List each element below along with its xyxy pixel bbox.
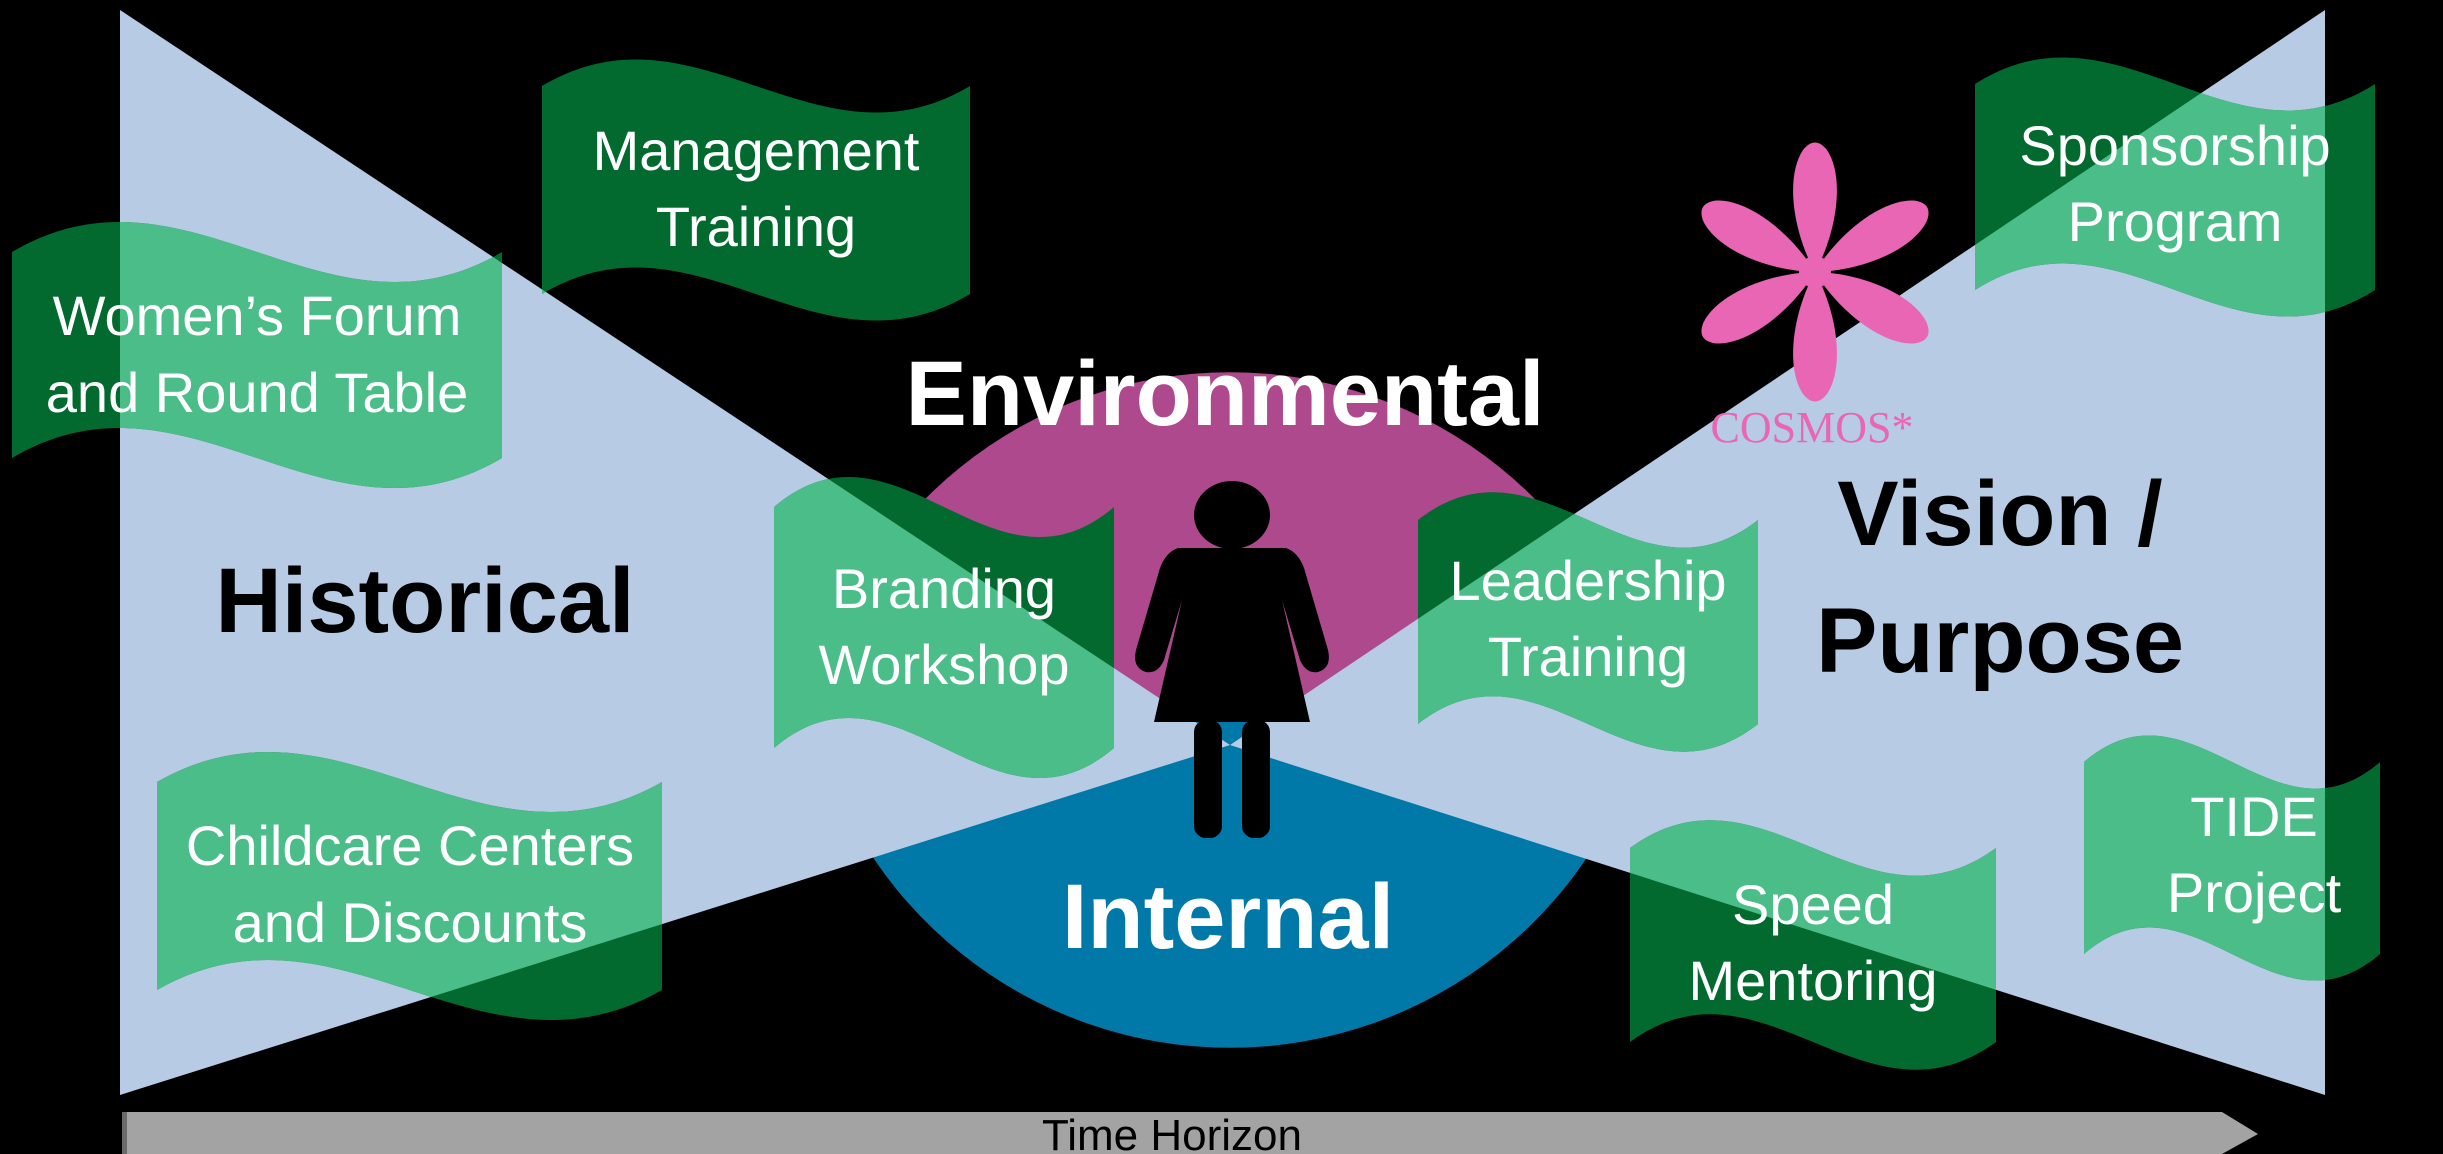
flag-label-line1: Leadership (1449, 549, 1726, 612)
flag-label-line2: Training (1488, 625, 1688, 688)
time-horizon-arrow: Time Horizon (122, 1111, 2258, 1154)
flag-label-line2: Project (2167, 861, 2342, 924)
arrow-tail-edge (122, 1112, 127, 1154)
flag-label-line1: Childcare Centers (186, 814, 634, 877)
cosmos-logo: COSMOS* (1701, 142, 1929, 452)
flag-label-line1: Management (593, 119, 920, 182)
flag-label-line1: Sponsorship (2019, 114, 2330, 177)
flag-shape-light (157, 751, 662, 1021)
label-vision-line2: Purpose (1816, 590, 2184, 692)
flag-shape-light (2084, 735, 2325, 981)
bowtie-right (1230, 10, 2325, 1095)
flag-label-line2: Mentoring (1688, 949, 1937, 1012)
flag-shape-light (120, 222, 502, 488)
flag-label-line2: and Round Table (46, 361, 468, 424)
flag-label-line2: Program (2068, 190, 2283, 253)
flag-label-line1: Branding (832, 557, 1056, 620)
label-historical: Historical (215, 550, 634, 652)
woman-figure-icon (1135, 481, 1329, 838)
flag-shape-dark (542, 59, 970, 321)
flag-label-line1: Speed (1732, 873, 1894, 936)
asterisk-flower-icon (1701, 142, 1929, 402)
flag-label-line2: and Discounts (233, 891, 588, 954)
label-internal: Internal (1062, 866, 1394, 968)
label-vision-line1: Vision / (1837, 463, 2163, 565)
flag-childcare: Childcare Centers and Discounts (157, 751, 662, 1021)
right-arrow-icon (122, 1112, 2258, 1154)
flag-label-line1: TIDE (2190, 785, 2318, 848)
flag-womens-forum: Women’s Forum and Round Table (12, 221, 502, 489)
flag-tide-project: TIDE Project (2084, 735, 2380, 981)
axis-label: Time Horizon (1042, 1111, 1302, 1154)
flag-label-line2: Workshop (818, 633, 1069, 696)
flag-label-line2: Training (656, 195, 856, 258)
flag-label-line1: Women’s Forum (53, 284, 462, 347)
logo-text: COSMOS* (1711, 403, 1914, 452)
label-environmental: Environmental (905, 343, 1544, 445)
